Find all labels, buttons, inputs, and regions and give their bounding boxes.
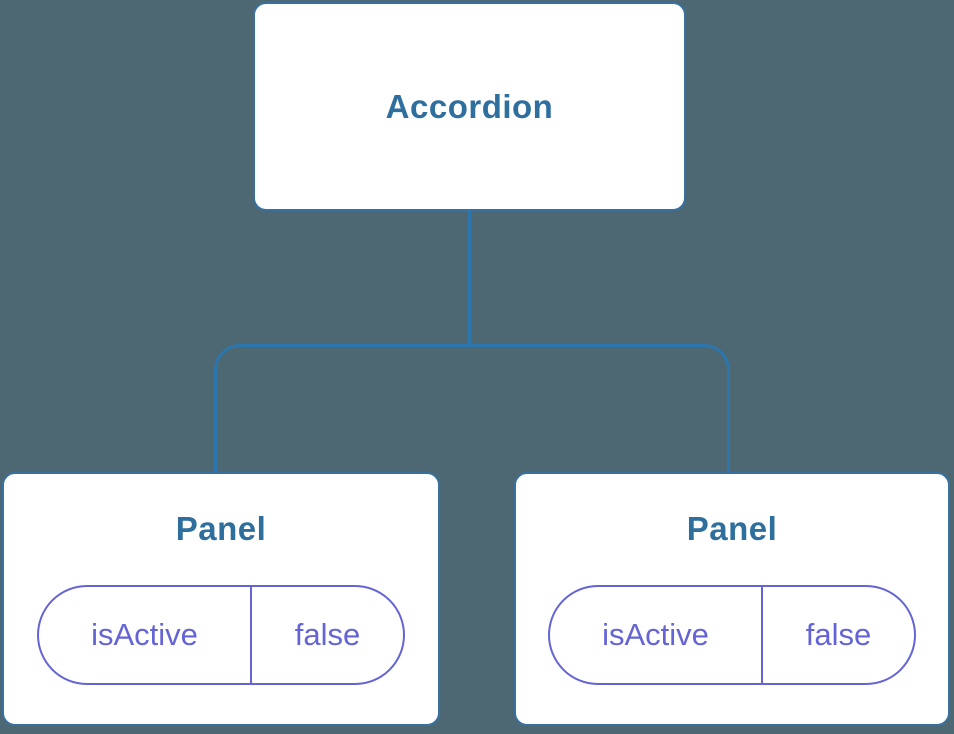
child-node-label: Panel (175, 510, 267, 547)
child-node-label: Panel (686, 510, 778, 547)
connector-stem (468, 210, 471, 345)
child-node-panel-left: Panel isActive false (2, 472, 440, 726)
state-pill: isActive false (37, 585, 405, 685)
root-node-accordion: Accordion (253, 2, 686, 211)
state-pill: isActive false (548, 585, 916, 685)
state-value: false (294, 617, 361, 652)
child-node-panel-right: Panel isActive false (514, 472, 950, 726)
state-key: isActive (550, 587, 763, 683)
root-node-label: Accordion (385, 87, 554, 125)
state-key: isActive (39, 587, 252, 683)
state-value: false (805, 617, 872, 652)
connector-bracket (214, 344, 730, 472)
